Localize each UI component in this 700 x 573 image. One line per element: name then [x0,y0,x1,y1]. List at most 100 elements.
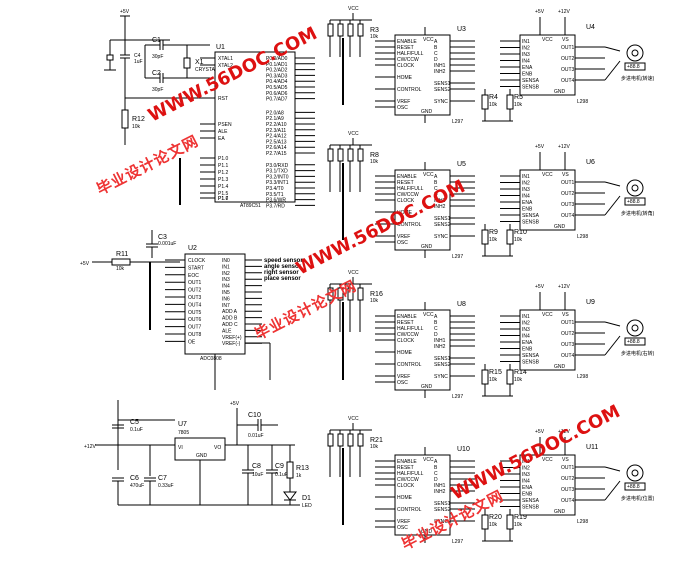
l298-pin: IN3 [522,472,530,478]
l298-pin: SENSA [522,78,540,84]
l298-pin: IN2 [522,46,530,52]
l297-pin: C [434,471,438,477]
angle-sensor-label: angle sensor [264,264,302,270]
stage-2-sense-ref-2: R10 [514,229,527,236]
l298-pin: IN4 [522,479,530,485]
u2-right-pin-10: ADD B [222,316,238,322]
u1-pin-9: P1.2 [218,170,229,176]
u1-pin-3: RST [218,96,228,102]
crystal-x1 [183,57,191,69]
l298-pin: IN2 [522,466,530,472]
stage-3-sense-value-2: 10k [514,377,523,383]
l298-pin: OUT1 [561,180,575,186]
c9-value: 0.1uF [275,472,288,478]
stage-2-vcc: VCC [348,131,359,137]
l298-pin: SENSB [522,505,540,511]
stage-1-l297-vcc: VCC [423,37,434,43]
l297-pin: C [434,326,438,332]
l298-pin: OUT2 [561,191,575,197]
stepper-motor [626,179,644,197]
c9-ref: C9 [275,463,284,470]
l297-pin: A [434,459,438,465]
u2-ref: U2 [188,245,197,252]
c8-value: 10uF [252,472,263,478]
pullup-resistor [337,148,344,162]
u1-port-pin-5: P0.4/AD4 [266,79,288,85]
u1-port-pin-9: P2.0/A8 [266,110,284,116]
l297-pin: CW/CCW [397,332,419,338]
pullup-resistor [357,148,364,162]
l297-pin: HOME [397,210,413,216]
u1-port-pin-21: P3.4/T0 [266,186,284,192]
u1-part: AT89C51 [240,203,261,209]
u2-right-pin-1: IN0 [222,258,230,264]
pullup-resistor [327,23,334,37]
l298-pin: IN3 [522,327,530,333]
stage-4-motor-label: 步进电机(位置) [621,495,655,502]
stepper-motor [626,464,644,482]
l298-pin: ENB [522,492,533,498]
l298-pin: OUT1 [561,45,575,51]
l297-pin: A [434,314,438,320]
l298-pin: IN1 [522,459,530,465]
c1-value: 30pF [152,54,163,60]
l297-pin: ENABLE [397,314,417,320]
l297-pin: CONTROL [397,362,422,368]
u2-left-pin-9: OUT6 [188,317,202,323]
sense-resistor [506,369,514,385]
l298-pin: OUT4 [561,498,575,504]
u2-left-pin-3: EOC [188,273,199,279]
u2-part: ADC0808 [200,356,222,362]
stage-1-l298-vs: VS [562,37,569,43]
l298-pin: IN1 [522,174,530,180]
d1-ref: D1 [302,495,311,502]
stage-3-pullup-ref: R16 [370,291,383,298]
l298-pin: IN3 [522,187,530,193]
u2-right-pin-14: VREF(-) [222,341,241,347]
u2-left-pin-4: OUT1 [188,280,202,286]
c5-ref: C5 [130,419,139,426]
l297-pin: VREF [397,519,410,525]
l297-pin: HALF/FULL [397,326,424,332]
sense-resistor [481,514,489,530]
u7-vo: VO [214,445,221,451]
u1-port-pin-12: P2.3/A11 [266,128,286,134]
u1-port-pin-13: P2.4/A12 [266,134,287,140]
l297-controller [394,34,451,116]
sense-resistor [506,229,514,245]
stage-3-l297-part: L297 [452,394,463,400]
u1-pin-1: XTAL1 [218,56,233,62]
stage-2-pullup-ref: R8 [370,152,379,159]
c3-ref: C3 [158,234,167,241]
vcc-5v-label: +5V [120,9,130,15]
stage-3-pullup-value: 10k [370,298,379,304]
stage-1-l298-gnd: GND [554,89,566,95]
u1-port-pin-16: P2.7/A15 [266,151,287,157]
l298-driver [519,454,576,516]
u1-port-pin-10: P2.1/A9 [266,116,284,122]
sense-resistor [506,94,514,110]
pullup-resistor [357,23,364,37]
l298-pin: IN1 [522,314,530,320]
u7-gnd: GND [196,453,208,459]
u2-right-pin-11: ADD C [222,322,238,328]
l297-pin: HALF/FULL [397,51,424,57]
l298-pin: SENSB [522,220,540,226]
u1-left-pins: XTAL1XTAL2RSTPSENALEEAP1.0P1.1P1.2P1.3P1… [200,56,233,202]
u1-pin-8: P1.1 [218,163,229,169]
l298-pin: OUT4 [561,353,575,359]
u2-left-pin-2: START [188,265,204,271]
stage-3-motor-label: 步进电机(右转) [621,350,655,357]
stage-1: VCCR310kU3L297VCCGNDENABLERESETHALF/FULL… [327,6,655,125]
l297-pin: HALF/FULL [397,471,424,477]
stage-1-supply-12v: +12V [558,9,570,15]
l298-pin: SENSA [522,353,540,359]
l297-pin: VREF [397,374,410,380]
u1-port-pin-24: P3.7/RD [266,203,285,209]
l297-pin: CONTROL [397,87,422,93]
l297-pin: ENABLE [397,459,417,465]
u2-left-pin-1: CLOCK [188,258,206,264]
u2-right-pin-7: IN6 [222,296,230,302]
r11-value: 10k [116,266,125,272]
